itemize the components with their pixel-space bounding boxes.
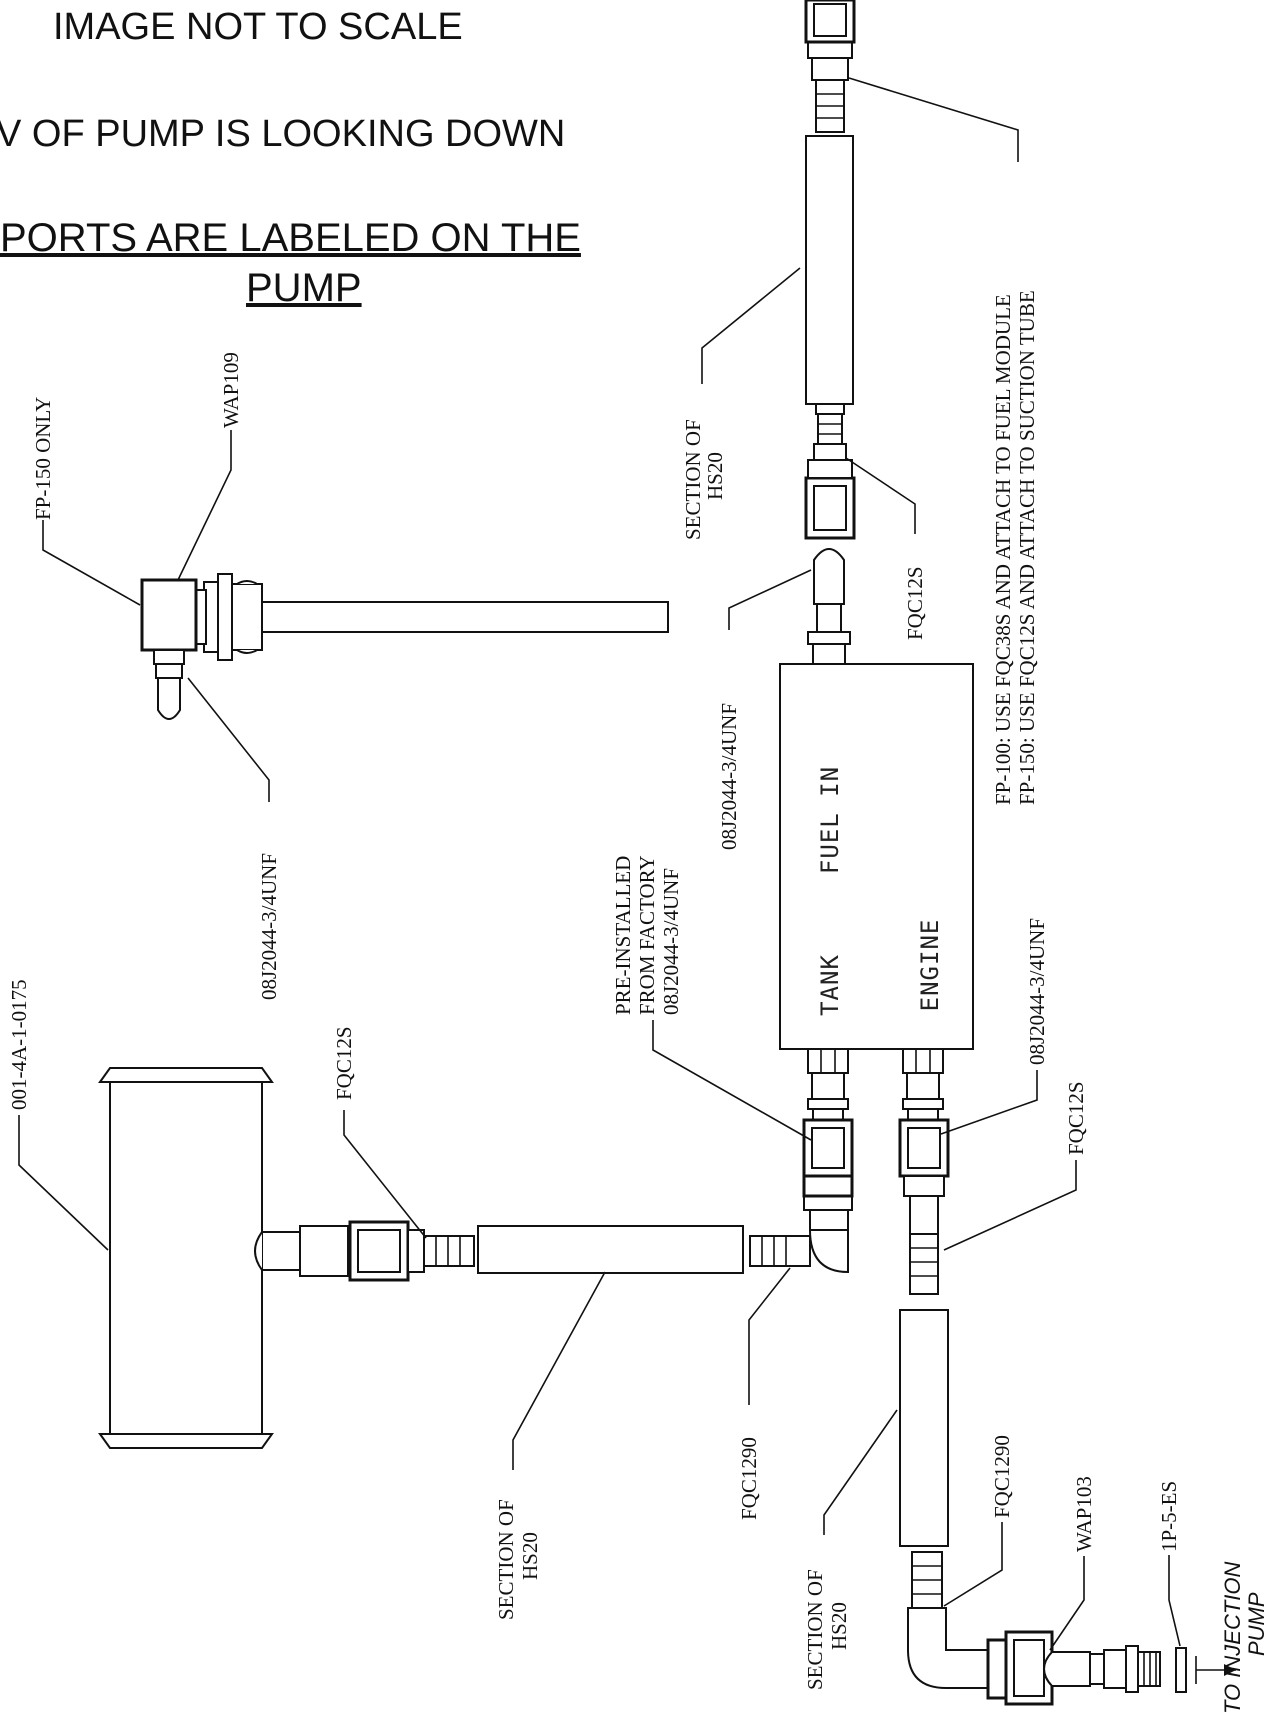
- leader-lines: [18, 77, 1181, 1651]
- label-fp-note-2: FP-150: USE FQC12S AND ATTACH TO SUCTION…: [1015, 290, 1039, 805]
- label-08j2044-left: 08J2044-3/4UNF: [257, 853, 281, 1000]
- label-preinstalled-3: 08J2044-3/4UNF: [659, 868, 683, 1015]
- label-section-right-2: HS20: [827, 1602, 851, 1650]
- label-fqc12s-left: FQC12S: [332, 1026, 356, 1100]
- label-preinstalled-2: FROM FACTORY: [635, 855, 659, 1015]
- fuel-in-fitting: [807, 548, 851, 665]
- label-fqc12s-top: FQC12S: [903, 566, 927, 640]
- label-1p-5-es: 1P-5-ES: [1157, 1481, 1181, 1552]
- pump-engine-label: ENGINE: [916, 919, 944, 1012]
- pump-tank-label: TANK: [816, 954, 844, 1016]
- label-08j2044-fuel-in: 08J2044-3/4UNF: [717, 703, 741, 850]
- fqc1290-elbow-mid: [749, 1118, 854, 1274]
- right-fqc12s-fitting: [898, 1118, 950, 1295]
- label-fqc1290-right: FQC1290: [990, 1435, 1014, 1518]
- label-preinstalled-1: PRE-INSTALLED: [611, 856, 635, 1015]
- note-ports-labeled-pump: PUMP: [246, 266, 362, 310]
- label-fqc1290-mid: FQC1290: [737, 1437, 761, 1520]
- wap109-assembly: [140, 573, 669, 720]
- label-to-injection-1: TO INJECTION: [1220, 1562, 1245, 1714]
- label-section-right-1: SECTION OF: [803, 1569, 827, 1690]
- top-fqc-fitting: [804, 413, 856, 540]
- label-section-bottom-2: HS20: [518, 1532, 542, 1580]
- suction-tube: [98, 1067, 349, 1449]
- wap103-fitting: [1043, 1645, 1161, 1693]
- left-fqc12s-fitting: [348, 1220, 475, 1282]
- label-001-4a-1-0175: 001-4A-1-0175: [7, 979, 31, 1110]
- to-injection-arrow: [1195, 1656, 1236, 1684]
- pump-body: FUEL IN TANK ENGINE: [779, 663, 974, 1050]
- label-fp150-only: FP-150 ONLY: [31, 397, 55, 520]
- label-fqc12s-right: FQC12S: [1064, 1081, 1088, 1155]
- note-view-direction: V OF PUMP IS LOOKING DOWN: [0, 113, 566, 155]
- right-hose-section: [899, 1309, 949, 1547]
- label-section-top-2: HS20: [703, 452, 727, 500]
- label-wap103: WAP103: [1072, 1476, 1096, 1552]
- note-not-to-scale: IMAGE NOT TO SCALE: [53, 6, 463, 48]
- top-end-fitting: [804, 0, 856, 133]
- fqc1290-elbow-right: [907, 1551, 1054, 1706]
- label-section-top-1: SECTION OF: [681, 419, 705, 540]
- label-08j2044-engine: 08J2044-3/4UNF: [1025, 918, 1049, 1065]
- label-wap109: WAP109: [219, 352, 243, 428]
- note-ports-labeled: PORTS ARE LABELED ON THE: [0, 216, 581, 260]
- bottom-hose-section: [477, 1225, 744, 1274]
- top-hose-section: [805, 135, 854, 405]
- label-to-injection-2: PUMP: [1244, 1592, 1269, 1656]
- pump-fuel-in-label: FUEL IN: [816, 766, 844, 874]
- label-section-bottom-1: SECTION OF: [494, 1499, 518, 1620]
- label-fp-note-1: FP-100: USE FQC38S AND ATTACH TO FUEL MO…: [991, 294, 1015, 805]
- 1p-5-es-washer: [1175, 1647, 1187, 1693]
